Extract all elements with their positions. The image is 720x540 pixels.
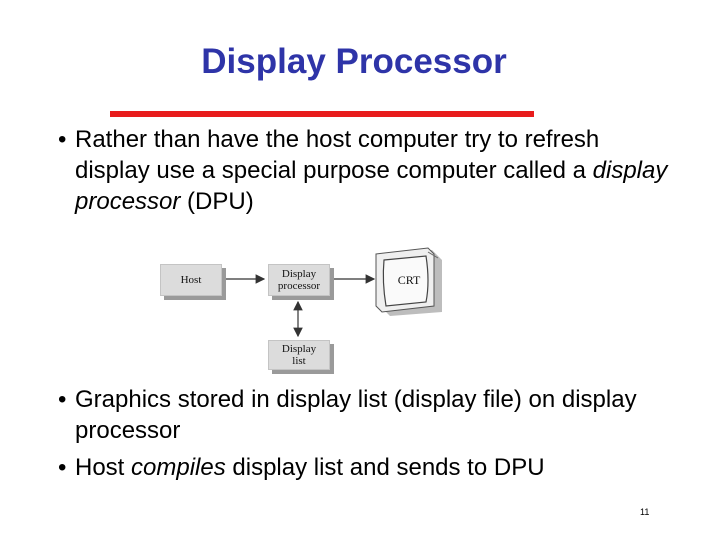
host-label: Host xyxy=(180,274,202,286)
bullet-item: Graphics stored in display list (display… xyxy=(54,384,674,446)
bullet-text: Graphics stored in display list (display… xyxy=(75,386,637,444)
bullet-text: (DPU) xyxy=(180,188,254,215)
page-number: 11 xyxy=(640,507,650,517)
slide-title: Display Processor xyxy=(201,42,507,81)
bullet-emphasis: display processor xyxy=(75,157,668,215)
bullet-list-bottom: Graphics stored in display list (display… xyxy=(54,384,674,483)
bullet-list-top: Rather than have the host computer try t… xyxy=(54,124,674,217)
bullet-emphasis: compiles xyxy=(131,454,226,481)
diagram-connectors xyxy=(226,274,376,338)
bullet-item: Rather than have the host computer try t… xyxy=(54,124,674,217)
crt-label: CRT xyxy=(397,273,421,287)
crt-monitor-icon xyxy=(375,247,442,316)
title-underline xyxy=(110,111,534,117)
bullet-text: Host xyxy=(75,454,132,481)
bullet-text: display list and sends to DPU xyxy=(225,454,545,481)
bullet-item: Host compiles display list and sends to … xyxy=(54,452,674,483)
bullet-text: Rather than have the host computer try t… xyxy=(75,126,600,184)
host-box: Host xyxy=(160,264,222,296)
